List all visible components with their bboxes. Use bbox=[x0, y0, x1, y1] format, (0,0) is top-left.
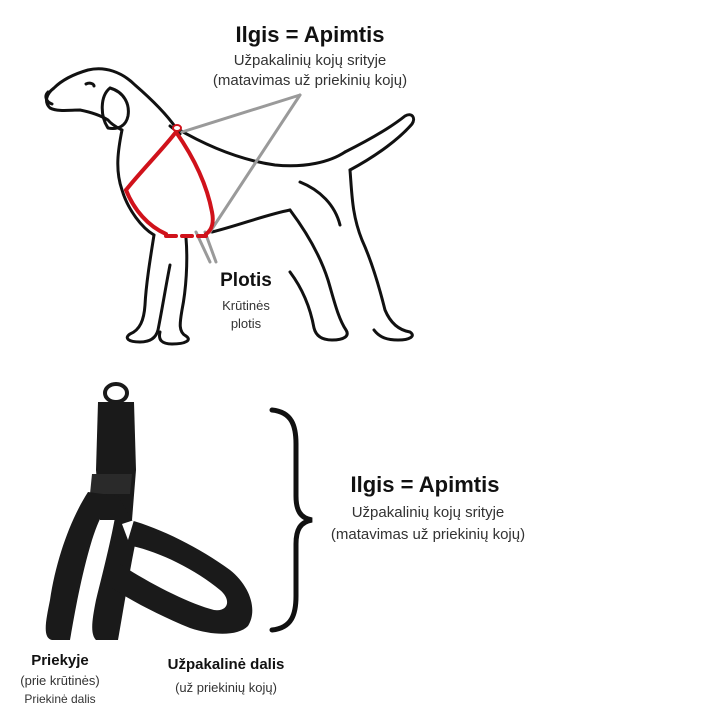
back-line1: (už priekinių kojų) bbox=[175, 680, 277, 695]
top-length-line1: Užpakalinių kojų srityje bbox=[233, 52, 387, 69]
top-length-title: Ilgis = Apimtis bbox=[235, 22, 385, 47]
bottom-length-title: Ilgis = Apimtis bbox=[350, 472, 500, 497]
front-title: Priekyje bbox=[31, 652, 89, 669]
top-width-title: Plotis bbox=[220, 270, 272, 291]
front-line2: Priekinė dalis bbox=[24, 692, 96, 706]
bottom-length-line2: (matavimas už priekinių kojų) bbox=[330, 526, 526, 543]
top-length-line2: (matavimas už priekinių kojų) bbox=[212, 72, 408, 89]
top-width-line1: Krūtinės bbox=[222, 298, 270, 313]
bottom-length-line1: Užpakalinių kojų srityje bbox=[351, 504, 505, 521]
back-title: Užpakalinė dalis bbox=[167, 656, 285, 673]
front-line1: (prie krūtinės) bbox=[20, 673, 100, 688]
top-width-line2: plotis bbox=[230, 316, 262, 331]
